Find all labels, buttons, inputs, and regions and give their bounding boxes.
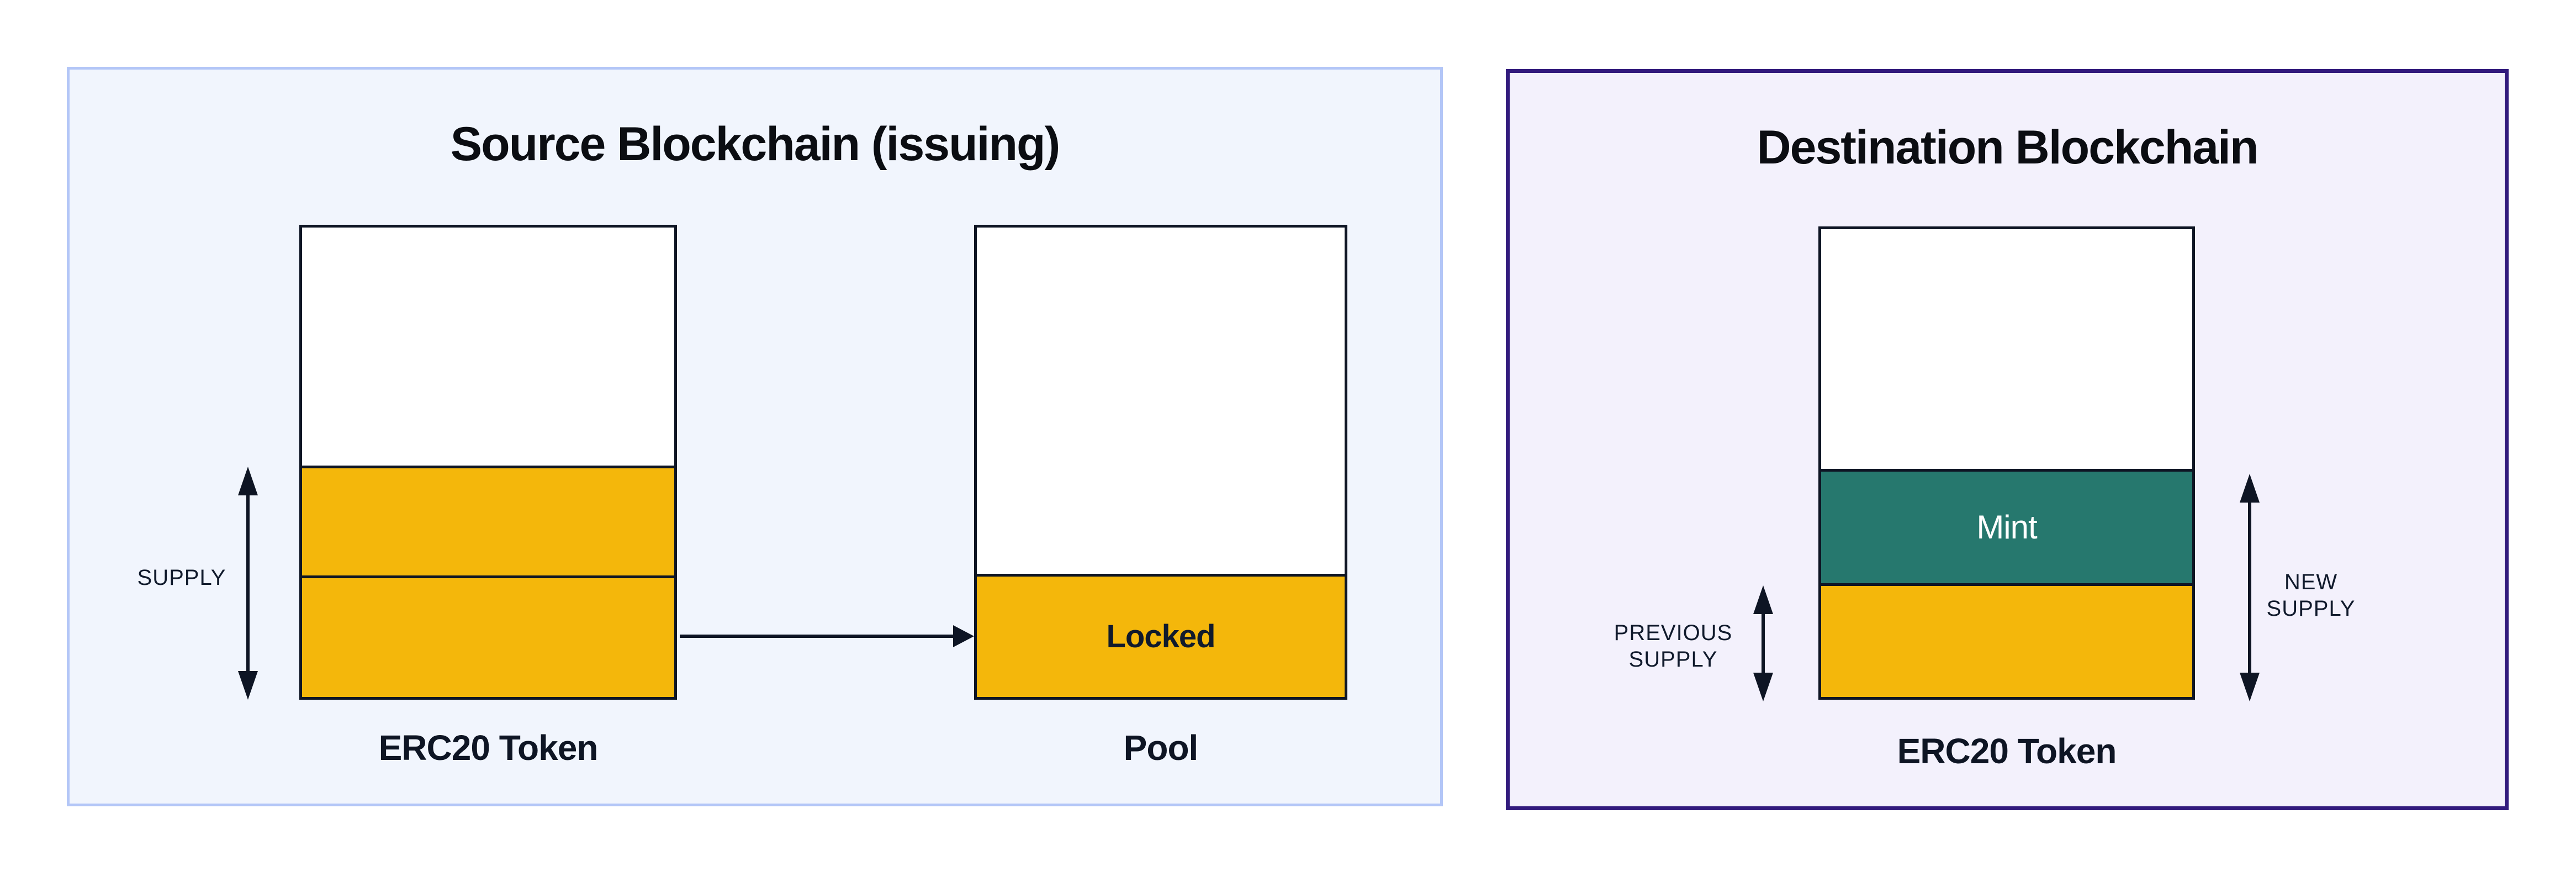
destination-erc20-token-caption: ERC20 Token (1897, 731, 2117, 771)
source-token-supply-upper-section (302, 466, 674, 575)
destination-token-unfilled-section (1821, 229, 2192, 469)
destination-erc20-token-bar: Mint (1818, 226, 2195, 700)
new-supply-label-line2: SUPPLY (2266, 596, 2356, 621)
source-blockchain-panel: Source Blockchain (issuing) SUPPLY Locke… (67, 67, 1443, 806)
supply-range-arrow (238, 467, 258, 700)
pool-locked-section: Locked (977, 574, 1345, 697)
destination-token-mint-section: Mint (1821, 469, 2192, 583)
source-panel-title: Source Blockchain (issuing) (450, 118, 1060, 171)
pool-caption: Pool (1123, 728, 1199, 768)
previous-supply-range-label: PREVIOUS SUPPLY (1563, 620, 1784, 673)
destination-panel-title: Destination Blockchain (1757, 121, 2259, 174)
new-supply-range-arrow (2240, 474, 2260, 701)
new-supply-label-line1: NEW (2284, 570, 2338, 594)
previous-supply-label-line2: SUPPLY (1628, 647, 1718, 672)
supply-range-label: SUPPLY (137, 566, 226, 590)
destination-token-previous-supply-section (1821, 583, 2192, 697)
source-erc20-token-caption: ERC20 Token (378, 728, 599, 768)
pool-bar: Locked (974, 225, 1347, 700)
previous-supply-range-arrow (1753, 585, 1773, 701)
lock-transfer-arrow (680, 625, 974, 647)
previous-supply-label-line1: PREVIOUS (1614, 621, 1733, 645)
mint-label: Mint (1976, 509, 2037, 546)
new-supply-range-label: NEW SUPPLY (2228, 569, 2394, 622)
source-token-supply-lower-section (302, 575, 674, 697)
pool-unfilled-section (977, 228, 1345, 574)
locked-label: Locked (1106, 619, 1215, 654)
destination-blockchain-panel: Destination Blockchain PREVIOUS SUPPLY M… (1506, 69, 2509, 810)
source-token-unfilled-section (302, 228, 674, 466)
source-erc20-token-bar (299, 225, 677, 700)
